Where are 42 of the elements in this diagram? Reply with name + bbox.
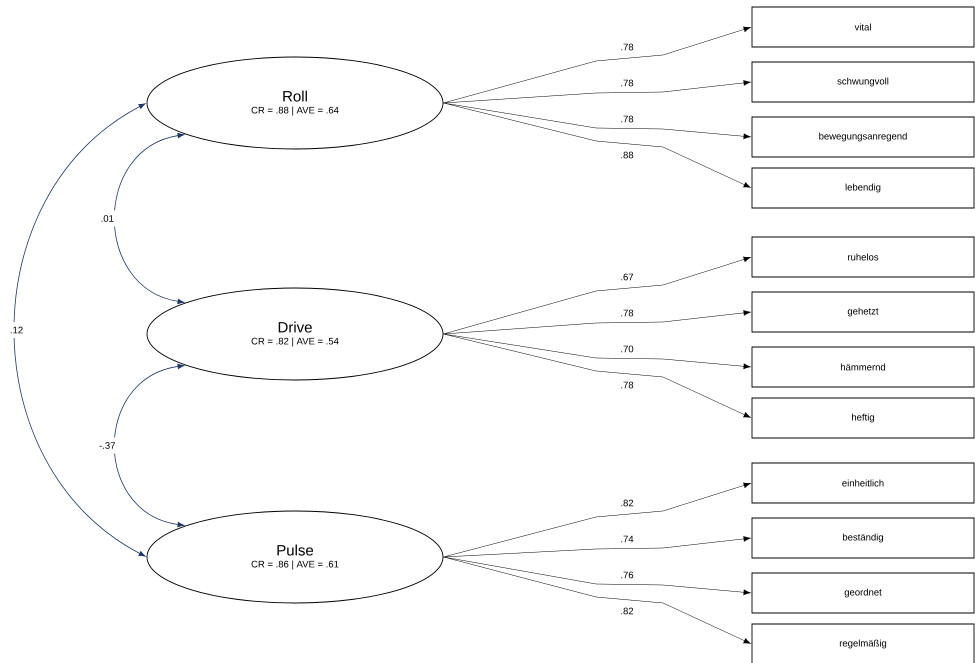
indicator-box: vital [752,6,974,48]
indicator-box: regelmäßig [752,624,974,663]
edge-label: .78 [618,305,636,321]
edge-label: .76 [618,567,636,583]
edge-label: .74 [618,531,636,547]
indicator-box: schwungvoll [752,62,974,102]
edge-label: .67 [618,269,636,285]
indicator-box: hämmernd [752,346,974,388]
indicator-box: heftig [752,398,974,438]
edge-label: .82 [618,603,636,619]
edge-label: .78 [618,377,636,393]
edge-label: .78 [618,111,636,127]
arrow [443,102,751,140]
arrow [443,556,751,596]
edge-label: .78 [618,75,636,91]
indicator-box: geordnet [752,572,974,614]
arrow [114,132,184,304]
edge-label: .70 [618,341,636,357]
edge-label: .12 [8,322,26,338]
edge-label: .82 [618,495,636,511]
arrow [443,536,751,558]
arrow [14,103,146,557]
arrow [443,80,751,104]
edge-label: .01 [98,210,116,226]
indicator-box: beständig [752,518,974,558]
arrow [443,334,751,418]
edge-label: -.37 [97,438,118,454]
indicator-box: einheitlich [752,462,974,504]
arrow [443,26,751,104]
arrow [443,556,751,644]
edge-label: .88 [618,147,636,163]
indicator-box: bewegungsanregend [752,116,974,158]
arrow [443,310,751,334]
indicator-box: gehetzt [752,292,974,332]
arrow [443,102,751,188]
indicator-box: ruhelos [752,236,974,278]
indicator-box: lebendig [752,168,974,208]
arrow [443,334,751,370]
arrow [443,256,751,334]
arrow [443,482,751,558]
edge-label: .78 [618,39,636,55]
arrow [114,364,184,528]
